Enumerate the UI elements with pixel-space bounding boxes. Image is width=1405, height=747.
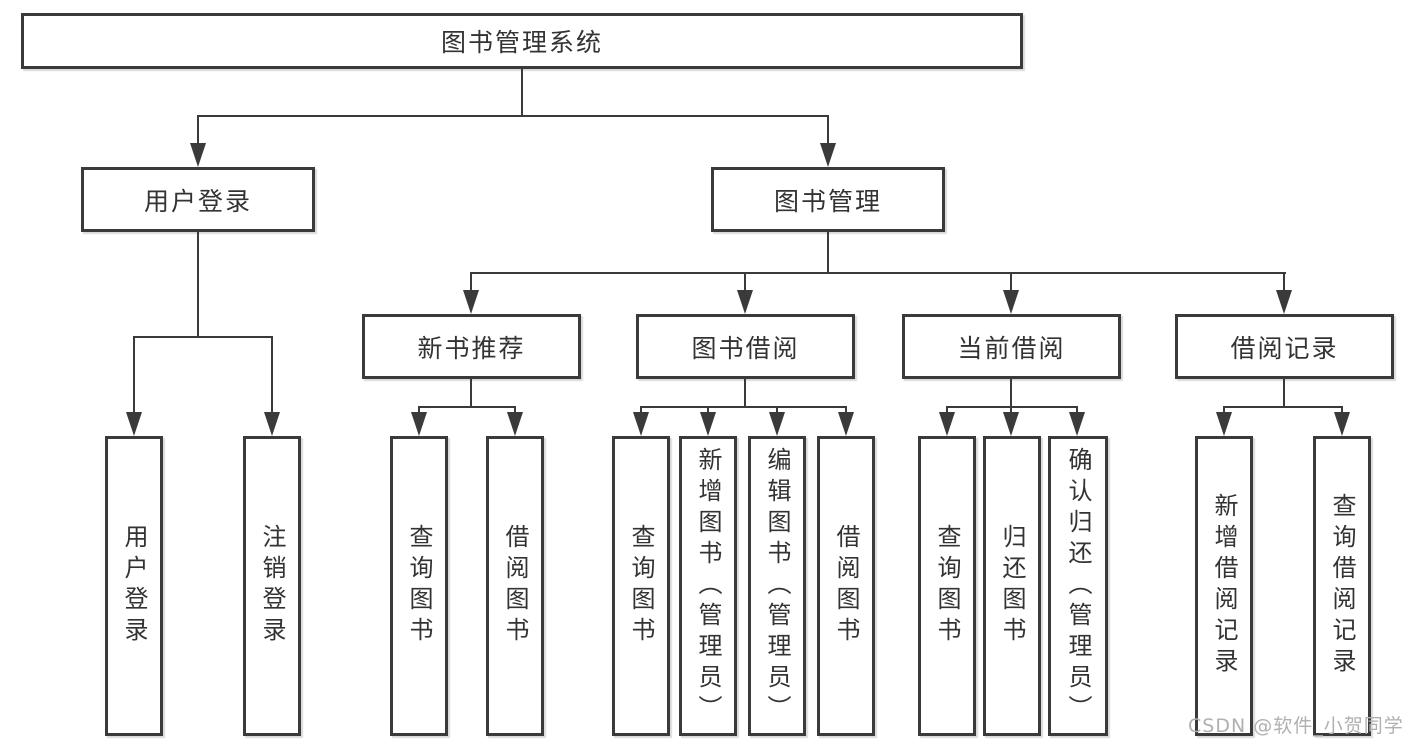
connector-line (470, 272, 472, 292)
connector-line (776, 406, 778, 414)
arrowhead-down-icon (700, 412, 716, 436)
node-label: 借阅图书 (832, 524, 860, 648)
connector-line (744, 272, 746, 292)
leaf-user-login: 用户登录 (105, 436, 163, 736)
node-label: 图书借阅 (691, 333, 800, 363)
leaf-query-books-current: 查询图书 (918, 436, 976, 736)
connector-line (418, 406, 420, 414)
node-book-management-branch: 图书管理 (711, 167, 945, 232)
arrowhead-down-icon (1003, 290, 1019, 314)
connector-line (845, 406, 847, 414)
connector-line (1010, 406, 1012, 414)
arrowhead-down-icon (264, 412, 280, 436)
node-user-login-branch: 用户登录 (81, 167, 315, 232)
node-borrowing-records: 借阅记录 (1175, 314, 1394, 379)
arrowhead-down-icon (126, 412, 142, 436)
node-label: 图书管理系统 (440, 28, 603, 57)
leaf-query-books-borrowing: 查询图书 (612, 436, 670, 736)
connector-line (197, 232, 199, 336)
arrowhead-down-icon (507, 412, 523, 436)
node-label: 查询图书 (933, 524, 961, 648)
connector-line (1223, 406, 1225, 414)
connector-line (640, 406, 642, 414)
leaf-query-books-recommend: 查询图书 (390, 436, 448, 736)
node-label: 用户登录 (120, 524, 148, 648)
arrowhead-down-icon (769, 412, 785, 436)
connector-line (197, 115, 199, 145)
connector-line (418, 406, 516, 408)
connector-line (1223, 406, 1343, 408)
connector-line (827, 232, 829, 272)
arrowhead-down-icon (939, 412, 955, 436)
arrowhead-down-icon (190, 143, 206, 167)
leaf-add-books-admin: 新增图书（管理员） (679, 436, 737, 736)
node-label: 图书管理 (773, 186, 882, 216)
arrowhead-down-icon (463, 290, 479, 314)
arrowhead-down-icon (1216, 412, 1232, 436)
leaf-return-books: 归还图书 (983, 436, 1041, 736)
connector-line (133, 336, 135, 414)
node-label: 确认归还（管理员） (1064, 446, 1092, 726)
node-library-system-root: 图书管理系统 (21, 13, 1023, 69)
leaf-add-borrow-record: 新增借阅记录 (1195, 436, 1253, 736)
connector-line (1283, 379, 1285, 406)
connector-line (1341, 406, 1343, 414)
connector-line (197, 115, 829, 117)
leaf-edit-books-admin: 编辑图书（管理员） (748, 436, 806, 736)
node-label: 新增借阅记录 (1210, 493, 1238, 679)
arrowhead-down-icon (411, 412, 427, 436)
connector-line (470, 379, 472, 406)
connector-line (521, 69, 523, 115)
arrowhead-down-icon (737, 290, 753, 314)
leaf-borrow-books-recommend: 借阅图书 (486, 436, 544, 736)
arrowhead-down-icon (1069, 412, 1085, 436)
node-label: 用户登录 (143, 186, 252, 216)
connector-line (470, 272, 1286, 274)
connector-line (1010, 379, 1012, 406)
arrowhead-down-icon (1334, 412, 1350, 436)
node-label: 新书推荐 (417, 333, 526, 363)
watermark-text: CSDN @软件_小贺同学 (1188, 715, 1404, 737)
arrowhead-down-icon (820, 143, 836, 167)
node-book-borrowing: 图书借阅 (636, 314, 855, 379)
node-label: 借阅图书 (501, 524, 529, 648)
connector-line (707, 406, 709, 414)
arrowhead-down-icon (633, 412, 649, 436)
connector-line (946, 406, 948, 414)
connector-line (1076, 406, 1078, 414)
node-label: 注销登录 (258, 524, 286, 648)
arrowhead-down-icon (1276, 290, 1292, 314)
connector-line (744, 379, 746, 406)
node-label: 查询借阅记录 (1328, 493, 1356, 679)
node-label: 编辑图书（管理员） (763, 446, 791, 726)
node-label: 当前借阅 (957, 333, 1066, 363)
node-label: 查询图书 (627, 524, 655, 648)
leaf-borrow-books-borrowing: 借阅图书 (817, 436, 875, 736)
node-label: 借阅记录 (1230, 333, 1339, 363)
connector-line (271, 336, 273, 414)
leaf-query-borrow-record: 查询借阅记录 (1313, 436, 1371, 736)
connector-line (514, 406, 516, 414)
connector-line (640, 406, 847, 408)
node-label: 查询图书 (405, 524, 433, 648)
node-label: 归还图书 (998, 524, 1026, 648)
node-new-book-recommend: 新书推荐 (362, 314, 581, 379)
connector-line (133, 336, 273, 338)
node-current-borrowing: 当前借阅 (902, 314, 1121, 379)
leaf-logout: 注销登录 (243, 436, 301, 736)
node-label: 新增图书（管理员） (694, 446, 722, 726)
connector-line (827, 115, 829, 145)
arrowhead-down-icon (838, 412, 854, 436)
connector-line (1283, 272, 1285, 292)
connector-line (1010, 272, 1012, 292)
arrowhead-down-icon (1003, 412, 1019, 436)
connector-line (946, 406, 1078, 408)
leaf-confirm-return-admin: 确认归还（管理员） (1048, 436, 1108, 736)
